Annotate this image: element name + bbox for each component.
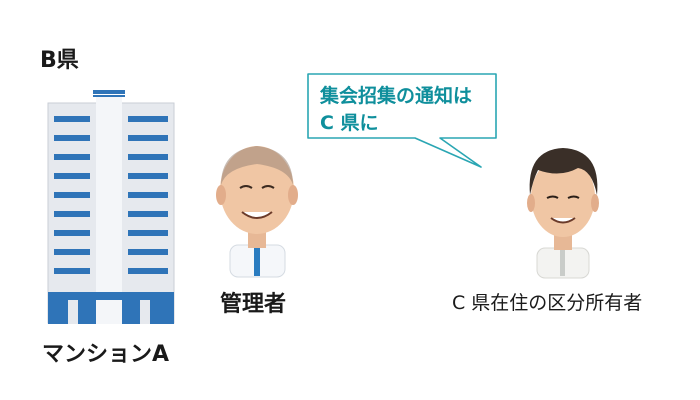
owner-label: C 県在住の区分所有者 [452, 292, 643, 314]
speech-bubble-line-2: C 県に [320, 112, 379, 134]
building-icon [47, 90, 175, 324]
speech-bubble [307, 73, 497, 168]
manager-label: 管理者 [220, 292, 287, 317]
building-name-label: マンションA [42, 342, 170, 367]
manager-person-icon [216, 146, 298, 278]
owner-person-icon [527, 148, 599, 279]
speech-bubble-line-1: 集会招集の通知は [320, 85, 473, 107]
speech-bubble-text: 集会招集の通知は C 県に [320, 83, 472, 137]
prefecture-b-label: B県 [40, 48, 79, 73]
